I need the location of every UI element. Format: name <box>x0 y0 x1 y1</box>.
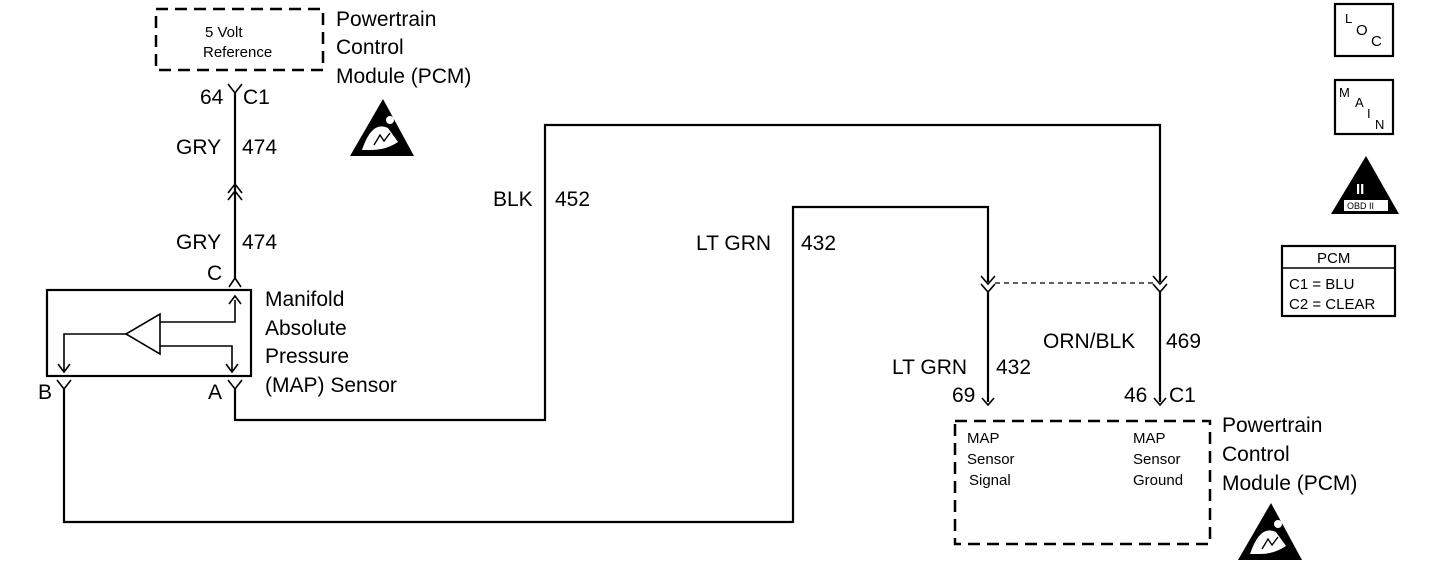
sensor-terminal-a-symbol <box>227 379 243 391</box>
top-pcm-pin: 64 <box>200 86 224 109</box>
wire-gry-upper-circuit: 474 <box>242 136 277 159</box>
wire-gry-lower-circuit: 474 <box>242 231 277 254</box>
sensor-terminal-c: C <box>207 262 222 285</box>
pcm-connector-legend: PCM C1 = BLU C2 = CLEAR <box>1280 244 1397 318</box>
loc-icon: L O C <box>1333 2 1395 58</box>
bottom-pcm-signal-2: Sensor <box>967 451 1015 468</box>
bottom-pcm-box <box>953 419 1212 546</box>
esd-warning-icon <box>350 99 414 156</box>
bottom-pcm-pin-signal: 69 <box>952 384 975 407</box>
wire-blk-452 <box>233 123 1162 422</box>
svg-text:A: A <box>1355 95 1364 110</box>
top-pcm-box <box>154 7 325 72</box>
top-pcm-ref-label-1: 5 Volt <box>205 24 243 41</box>
main-icon: M A I N <box>1333 78 1395 136</box>
wire-ltgrn-bottom-color: LT GRN <box>892 356 967 379</box>
bottom-pcm-name-1: Powertrain <box>1222 414 1322 437</box>
legend-title: PCM <box>1317 250 1350 267</box>
bottom-pcm-ground-3: Ground <box>1133 472 1183 489</box>
top-pcm-name-2: Control <box>336 36 404 59</box>
wire-blk-circuit: 452 <box>555 188 590 211</box>
svg-text:C: C <box>1371 33 1382 50</box>
wire-gry-upper-color: GRY <box>176 136 221 159</box>
esd-warning-icon-2 <box>1238 503 1302 560</box>
bottom-pcm: 69 46 C1 MAP Sensor Signal MAP Sensor Gr… <box>952 384 1357 560</box>
wire-ltgrn-top-color: LT GRN <box>696 232 771 255</box>
bottom-pcm-connector: C1 <box>1169 384 1196 407</box>
svg-text:L: L <box>1345 11 1352 26</box>
wire-blk-color: BLK <box>493 188 533 211</box>
svg-text:OBD II: OBD II <box>1347 201 1374 211</box>
svg-text:O: O <box>1356 22 1368 39</box>
svg-text:II: II <box>1356 181 1364 198</box>
bottom-pcm-signal-3: Signal <box>969 472 1011 489</box>
wire-ornblk-color: ORN/BLK <box>1043 330 1135 353</box>
map-sensor: C Manifold Absolute Pressure (MAP) Senso… <box>38 262 397 404</box>
top-pcm-name-3: Module (PCM) <box>336 65 471 88</box>
bottom-pcm-name-2: Control <box>1222 443 1290 466</box>
top-pcm: 5 Volt Reference Powertrain Control Modu… <box>154 7 471 156</box>
bottom-pcm-pin-signal-symbol <box>981 397 995 407</box>
top-pcm-connector-symbol <box>227 83 243 95</box>
svg-text:N: N <box>1375 117 1384 132</box>
top-pcm-name-1: Powertrain <box>336 8 436 31</box>
wire-ornblk-circuit: 469 <box>1166 330 1201 353</box>
legend-row-1: C1 = BLU <box>1289 276 1354 293</box>
sensor-name-3: Pressure <box>265 345 349 368</box>
obd-ii-icon: II OBD II <box>1331 156 1399 214</box>
sensor-name-1: Manifold <box>265 288 344 311</box>
wire-ltgrn-432 <box>62 205 990 524</box>
sensor-name-4: (MAP) Sensor <box>265 374 397 397</box>
sensor-terminal-b-symbol <box>56 379 72 391</box>
bottom-pcm-ground-1: MAP <box>1133 430 1166 447</box>
bottom-pcm-pin-ground-symbol <box>1153 397 1167 407</box>
wire-ltgrn-top-circuit: 432 <box>801 232 836 255</box>
bottom-pcm-ground-2: Sensor <box>1133 451 1181 468</box>
legend-row-2: C2 = CLEAR <box>1289 296 1375 313</box>
inline-connector <box>227 182 243 201</box>
wire-gry-lower-color: GRY <box>176 231 221 254</box>
top-pcm-ref-label-2: Reference <box>203 44 272 61</box>
svg-text:I: I <box>1367 106 1371 121</box>
bottom-pcm-pin-ground: 46 <box>1124 384 1147 407</box>
sensor-terminal-b: B <box>38 381 52 404</box>
top-pcm-connector: C1 <box>243 86 270 109</box>
bottom-pcm-name-3: Module (PCM) <box>1222 472 1357 495</box>
sensor-terminal-a: A <box>208 381 222 404</box>
sensor-terminal-c-symbol <box>228 276 242 288</box>
wire-ltgrn-bottom-circuit: 432 <box>996 356 1031 379</box>
bottom-pcm-signal-1: MAP <box>967 430 1000 447</box>
svg-text:M: M <box>1339 85 1350 100</box>
sensor-name-2: Absolute <box>265 317 347 340</box>
